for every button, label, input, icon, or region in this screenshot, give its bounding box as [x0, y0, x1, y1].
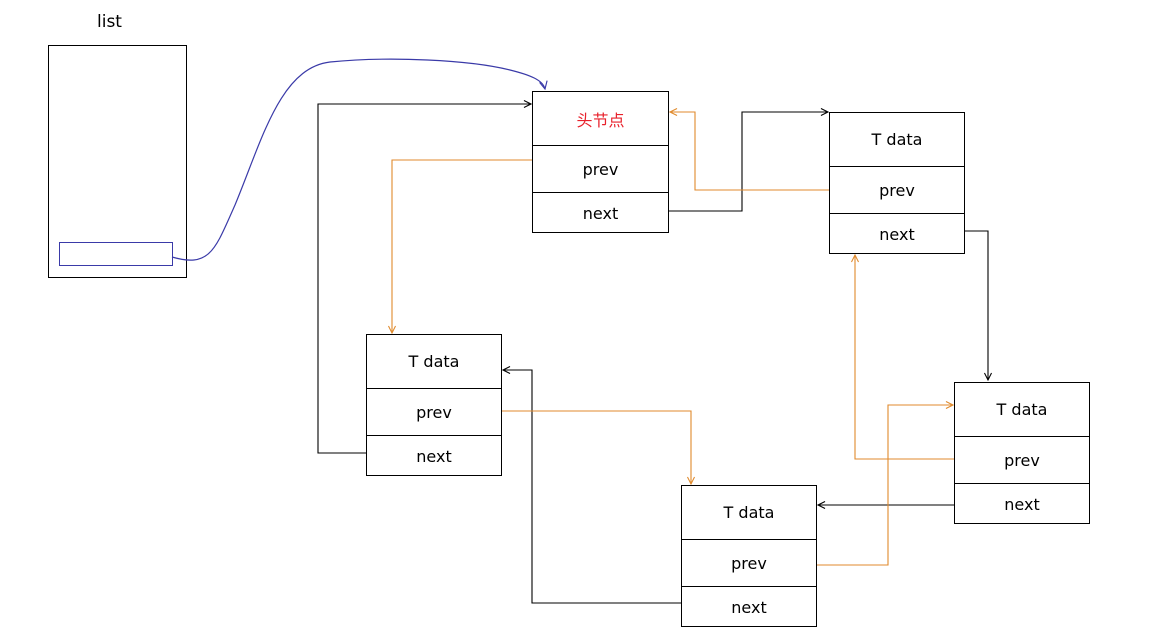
- list-to-head-link: [171, 58, 545, 261]
- node-next-field: next: [830, 213, 964, 255]
- data-node-2: T data prev next: [954, 382, 1090, 524]
- node-next-field: next: [367, 435, 501, 477]
- list-object: [48, 45, 187, 278]
- node-3-next-to-node-4: [503, 370, 681, 604]
- node-data-field: T data: [408, 352, 460, 371]
- node-prev-field: prev: [955, 436, 1089, 483]
- list-head-pointer: [59, 242, 173, 266]
- data-node-3: T data prev next: [681, 485, 817, 627]
- node-4-prev-to-node-3: [502, 410, 691, 484]
- node-prev-field: prev: [830, 166, 964, 213]
- head-prev-to-node-4: [392, 159, 532, 333]
- data-node-4: T data prev next: [366, 334, 502, 476]
- node-2-prev-to-node-1: [855, 255, 954, 460]
- node-1-next-to-node-2: [965, 230, 988, 380]
- data-node-1: T data prev next: [829, 112, 965, 254]
- node-next-field: next: [955, 483, 1089, 525]
- node-data-field: T data: [871, 130, 923, 149]
- head-node-prev: prev: [533, 145, 668, 192]
- node-prev-field: prev: [367, 388, 501, 435]
- node-3-prev-to-node-2: [817, 405, 953, 566]
- list-label: list: [97, 12, 122, 32]
- head-node-title: 头节点: [576, 110, 625, 130]
- head-node-next: next: [533, 192, 668, 234]
- node-data-field: T data: [723, 503, 775, 522]
- head-next-to-node-1: [669, 112, 828, 212]
- head-node: 头节点 prev next: [532, 91, 669, 233]
- node-1-prev-to-head: [670, 112, 829, 191]
- node-next-field: next: [682, 586, 816, 628]
- node-prev-field: prev: [682, 539, 816, 586]
- node-4-next-to-head: [317, 104, 531, 454]
- node-data-field: T data: [996, 400, 1048, 419]
